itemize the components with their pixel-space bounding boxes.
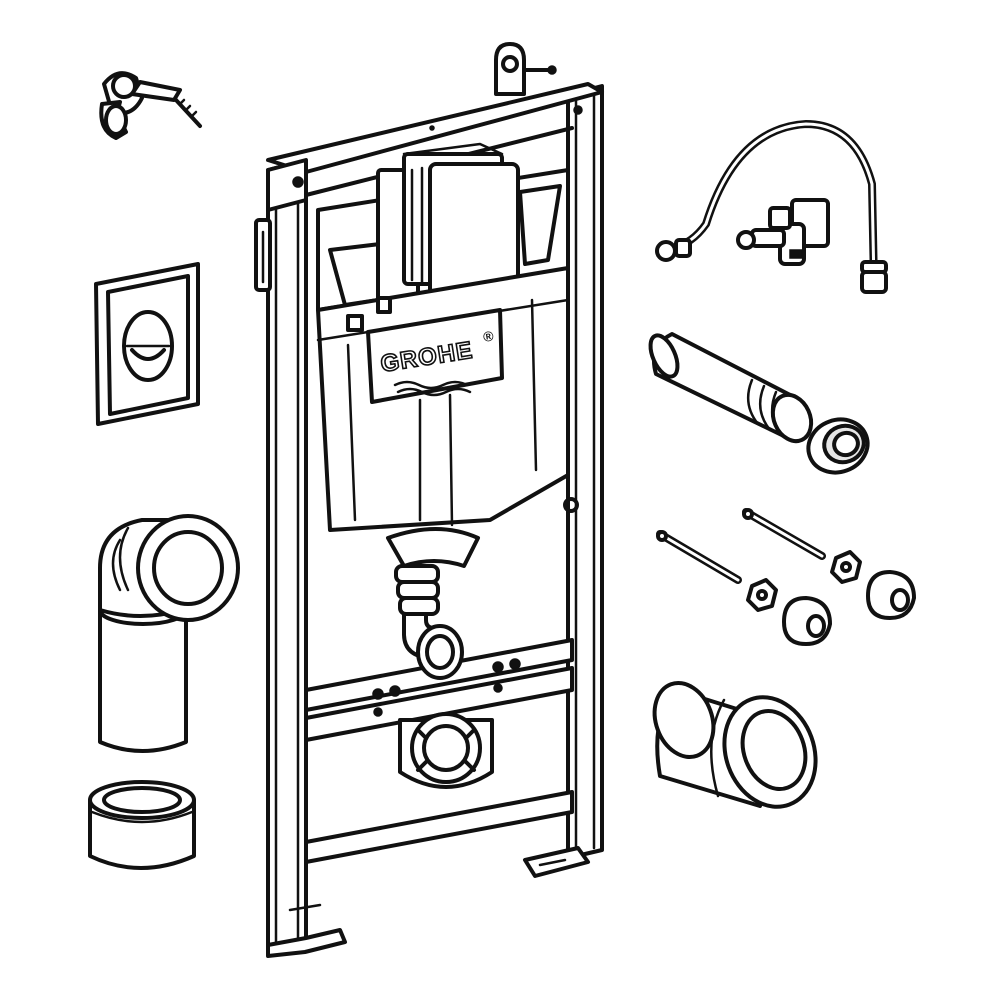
concealed-cistern: GROHE ® — [316, 142, 579, 532]
waste-bend — [98, 514, 240, 753]
registered-mark: ® — [482, 327, 495, 345]
flush-connector-pipe — [648, 332, 814, 444]
flush-pipe — [386, 527, 480, 680]
pan-connector-holder — [398, 712, 494, 789]
pan-connector-sleeve — [652, 681, 818, 809]
bolt-cover-caps — [782, 570, 916, 646]
flush-plate — [94, 262, 200, 426]
installation-frame — [254, 42, 604, 958]
supply-hose-with-valve — [655, 120, 888, 294]
wall-hanger-bracket — [99, 71, 202, 140]
mounting-bolts — [656, 508, 862, 612]
rubber-seal — [806, 417, 870, 475]
reducer-sleeve — [88, 780, 196, 870]
